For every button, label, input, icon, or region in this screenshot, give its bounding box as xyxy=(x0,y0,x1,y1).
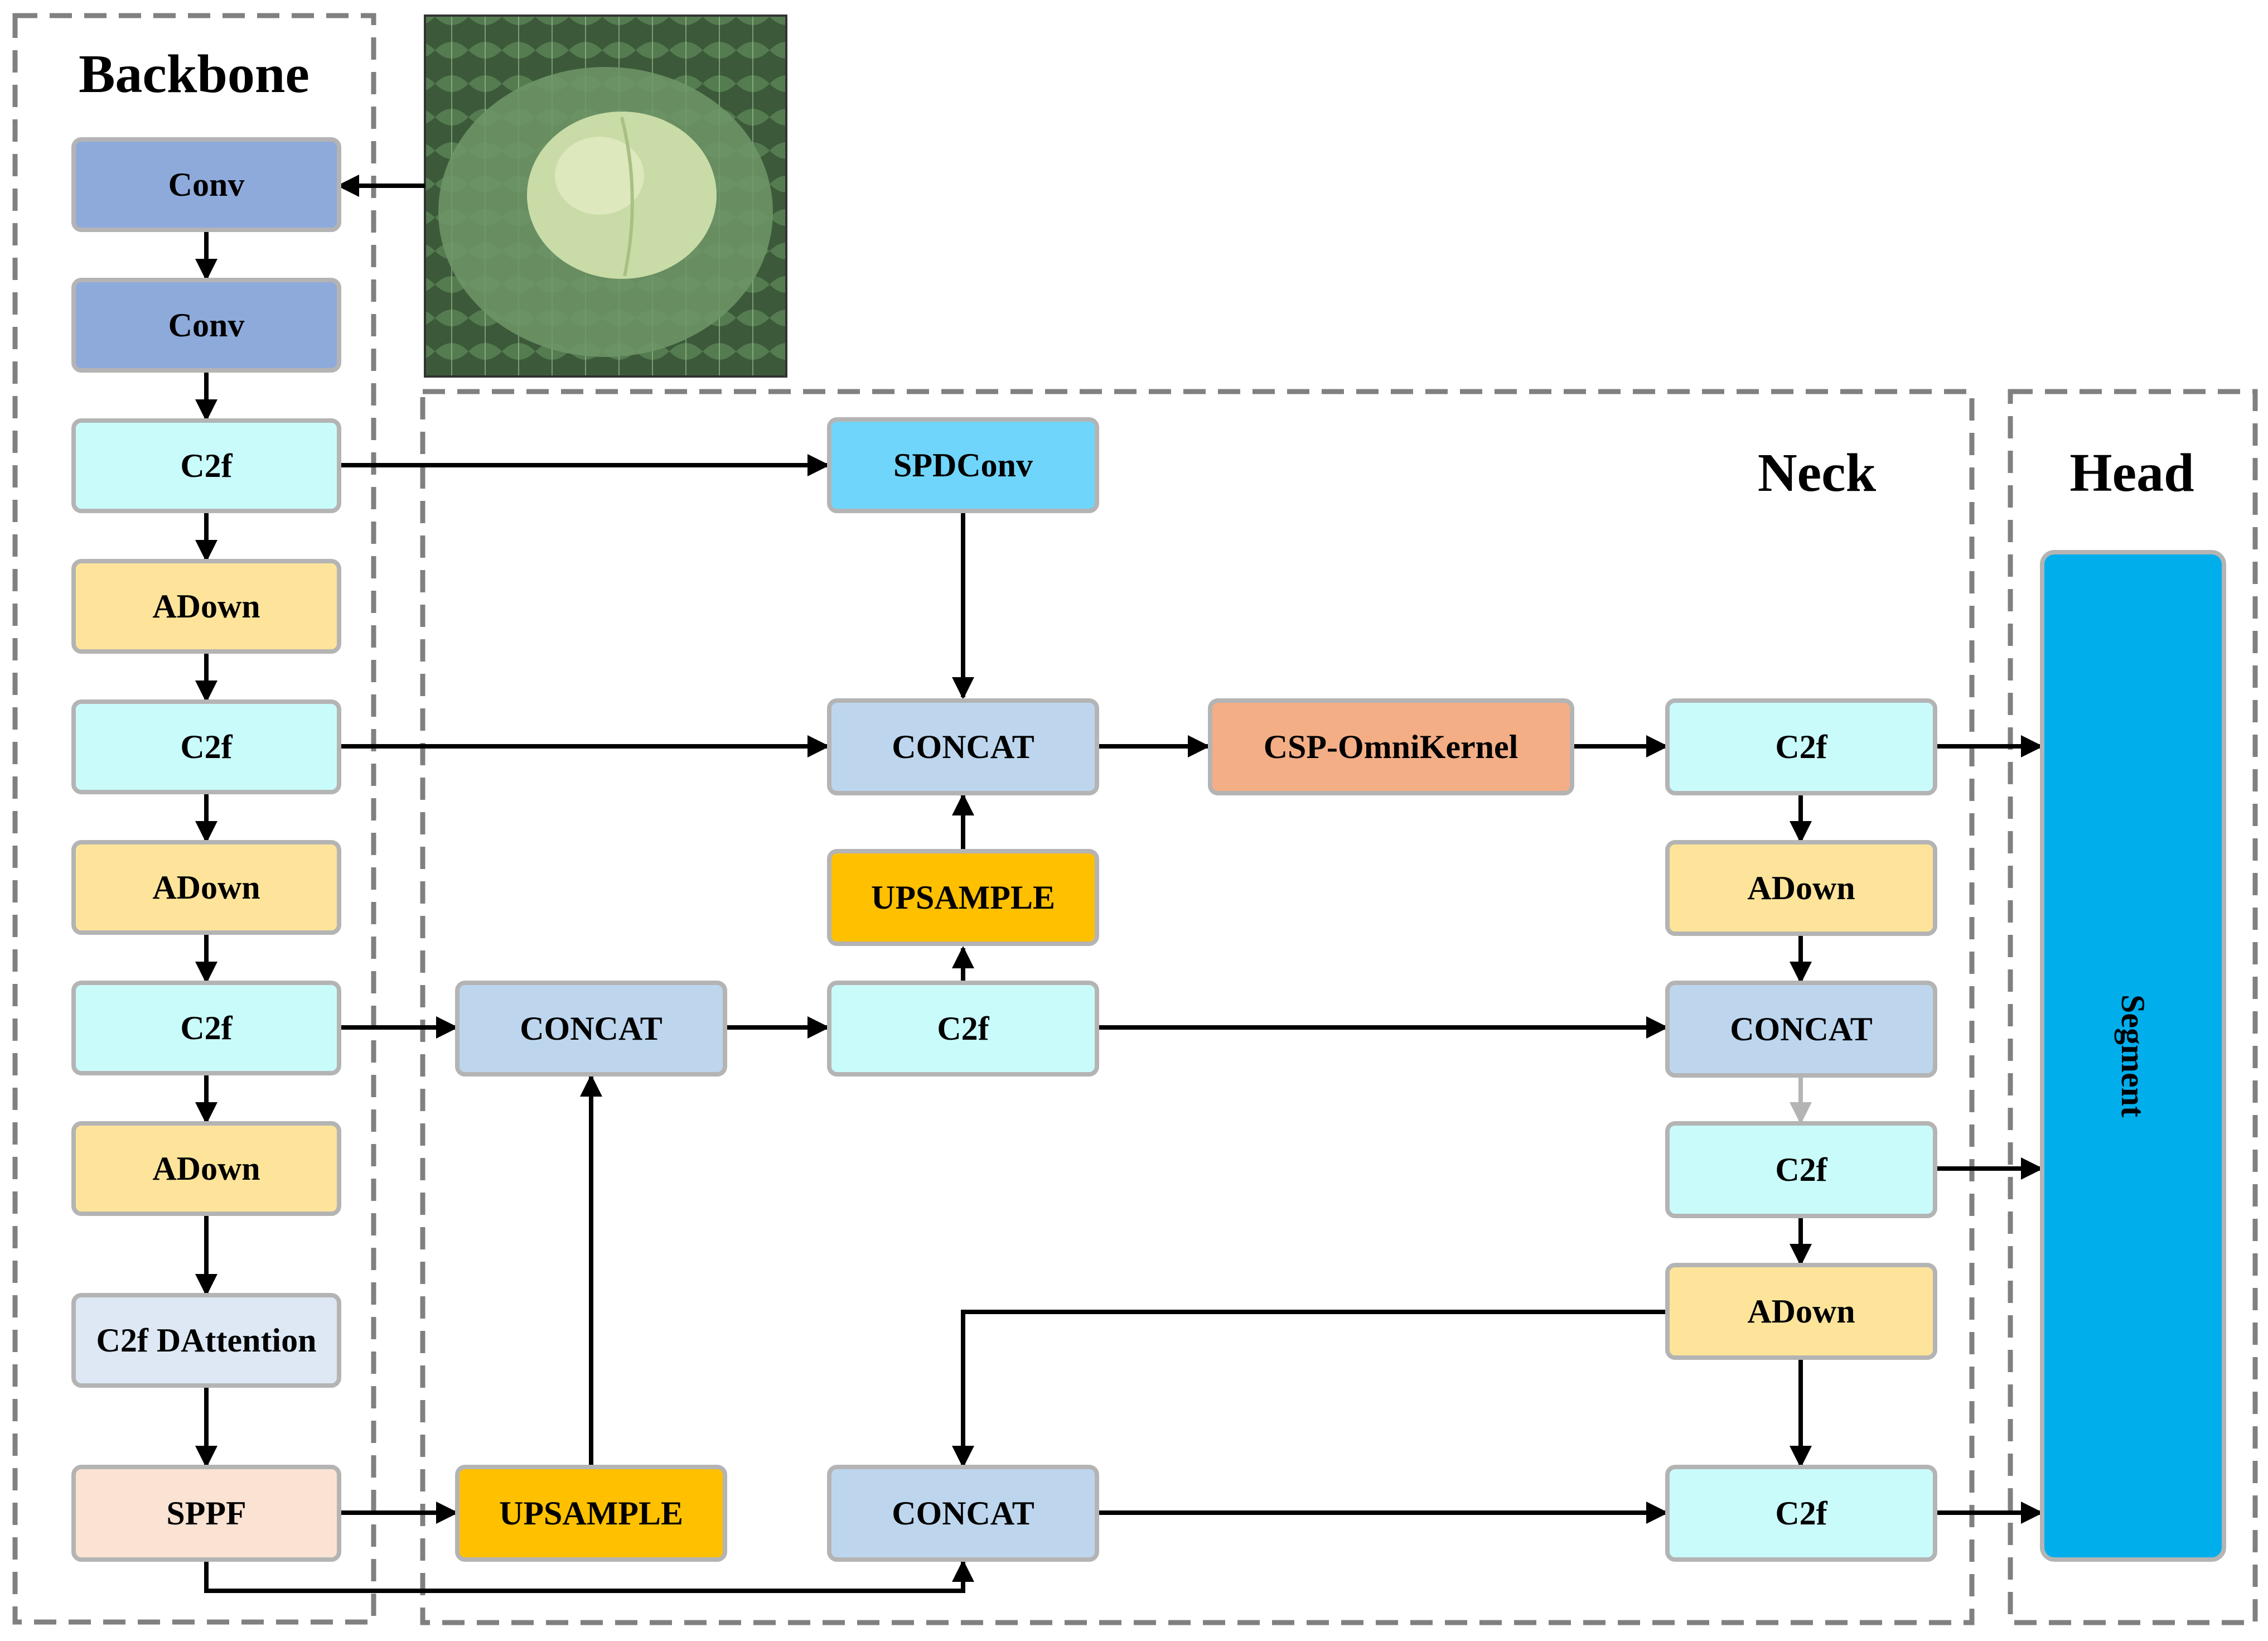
node-adown-bb-1: ADown xyxy=(71,559,341,654)
backbone-title: Backbone xyxy=(79,44,310,104)
node-segment: Segment xyxy=(2040,550,2226,1562)
node-adown-r-2: ADown xyxy=(1665,1263,1937,1360)
node-c2f-out-1: C2f xyxy=(1665,698,1937,795)
node-adown-bb-3-label: ADown xyxy=(152,1150,260,1187)
node-c2f-out-2: C2f xyxy=(1665,1121,1937,1218)
cabbage-highlight-icon xyxy=(555,137,644,215)
node-concat-bottom-box xyxy=(827,1465,1099,1562)
node-adown-bb-1-box xyxy=(71,559,341,654)
node-upsample-bottom: UPSAMPLE xyxy=(455,1465,727,1562)
node-c2f-dattention-label: C2f DAttention xyxy=(96,1322,317,1359)
node-c2f-out-1-box xyxy=(1665,698,1937,795)
neck-nodes: SPDConv CONCAT UPSAMPLE C2f CONCAT UPSAM… xyxy=(455,417,1937,1562)
node-concat-top-box xyxy=(827,698,1099,795)
node-c2f-bb-1-box xyxy=(71,418,341,513)
node-c2f-bb-1-label: C2f xyxy=(180,447,233,484)
node-adown-bb-1-label: ADown xyxy=(152,588,260,625)
node-concat-right-box xyxy=(1665,981,1937,1078)
node-conv-2-label: Conv xyxy=(168,307,245,344)
node-c2f-bb-3: C2f xyxy=(71,981,341,1075)
node-conv-2: Conv xyxy=(71,278,341,373)
node-concat-right-label: CONCAT xyxy=(1730,1011,1873,1048)
node-adown-r-2-box xyxy=(1665,1263,1937,1360)
node-c2f-mid-box xyxy=(827,981,1099,1077)
node-conv-1-box xyxy=(71,137,341,232)
node-c2f-bb-2-box xyxy=(71,699,341,794)
node-conv-1-label: Conv xyxy=(168,166,245,203)
node-concat-right: CONCAT xyxy=(1665,981,1937,1078)
node-adown-bb-2: ADown xyxy=(71,840,341,935)
node-c2f-out-3-box xyxy=(1665,1465,1937,1562)
node-spdconv: SPDConv xyxy=(827,417,1099,513)
node-segment-label: Segment xyxy=(2115,995,2151,1117)
node-upsample-mid: UPSAMPLE xyxy=(827,849,1099,946)
node-conv-1: Conv xyxy=(71,137,341,232)
node-c2f-bb-2-label: C2f xyxy=(180,728,233,765)
node-concat-left-box xyxy=(455,981,727,1077)
edges xyxy=(195,175,2043,1593)
node-concat-bottom-label: CONCAT xyxy=(892,1495,1034,1532)
node-csp-omnikernel-label: CSP-OmniKernel xyxy=(1264,728,1519,765)
node-c2f-out-3-label: C2f xyxy=(1775,1495,1827,1532)
node-c2f-out-3: C2f xyxy=(1665,1465,1937,1562)
node-sppf-label: SPPF xyxy=(166,1495,246,1532)
node-adown-r-1-box xyxy=(1665,840,1937,936)
node-conv-2-box xyxy=(71,278,341,373)
node-adown-bb-3-box xyxy=(71,1121,341,1216)
node-sppf-box xyxy=(71,1465,341,1562)
cabbage-vein-icon xyxy=(620,117,634,277)
edge-sppf-to-concat-bottom xyxy=(204,1560,974,1593)
node-spdconv-box xyxy=(827,417,1099,513)
node-csp-omnikernel: CSP-OmniKernel xyxy=(1208,698,1574,795)
node-c2f-dattention-box xyxy=(71,1293,341,1388)
node-adown-bb-3: ADown xyxy=(71,1121,341,1216)
edge-adown-r2-to-concat-bottom xyxy=(952,1310,1666,1468)
head-title: Head xyxy=(2069,443,2194,503)
node-adown-r-1: ADown xyxy=(1665,840,1937,936)
neck-region xyxy=(420,389,1975,1625)
neck-title: Neck xyxy=(1758,443,1877,503)
node-c2f-bb-3-box xyxy=(71,981,341,1075)
node-adown-r-2-label: ADown xyxy=(1747,1293,1855,1330)
node-adown-bb-2-box xyxy=(71,840,341,935)
node-upsample-mid-label: UPSAMPLE xyxy=(871,879,1055,916)
node-c2f-mid-label: C2f xyxy=(937,1010,989,1047)
head-nodes: Segment xyxy=(2040,550,2226,1562)
node-c2f-bb-3-label: C2f xyxy=(180,1010,233,1046)
node-adown-bb-2-label: ADown xyxy=(152,869,260,906)
node-upsample-bottom-box xyxy=(455,1465,727,1562)
node-concat-left: CONCAT xyxy=(455,981,727,1077)
node-spdconv-label: SPDConv xyxy=(893,447,1033,484)
node-c2f-mid: C2f xyxy=(827,981,1099,1077)
node-concat-bottom: CONCAT xyxy=(827,1465,1099,1562)
node-concat-left-label: CONCAT xyxy=(520,1010,662,1047)
input-image xyxy=(424,15,787,378)
node-adown-r-1-label: ADown xyxy=(1747,870,1855,906)
node-concat-top-label: CONCAT xyxy=(892,728,1034,765)
node-upsample-bottom-label: UPSAMPLE xyxy=(499,1495,683,1532)
head-region xyxy=(2008,389,2258,1625)
node-c2f-bb-1: C2f xyxy=(71,418,341,513)
node-c2f-bb-2: C2f xyxy=(71,699,341,794)
node-c2f-out-1-label: C2f xyxy=(1775,728,1827,765)
node-concat-top: CONCAT xyxy=(827,698,1099,795)
backbone-region xyxy=(12,13,376,1625)
node-sppf: SPPF xyxy=(71,1465,341,1562)
node-upsample-mid-box xyxy=(827,849,1099,946)
node-c2f-out-2-box xyxy=(1665,1121,1937,1218)
node-c2f-dattention: C2f DAttention xyxy=(71,1293,341,1388)
node-csp-omnikernel-box xyxy=(1208,698,1574,795)
node-segment-box xyxy=(2040,550,2226,1562)
node-c2f-out-2-label: C2f xyxy=(1775,1151,1827,1188)
backbone-nodes: Conv Conv C2f ADown C2f ADown C2f ADown xyxy=(71,137,341,1562)
